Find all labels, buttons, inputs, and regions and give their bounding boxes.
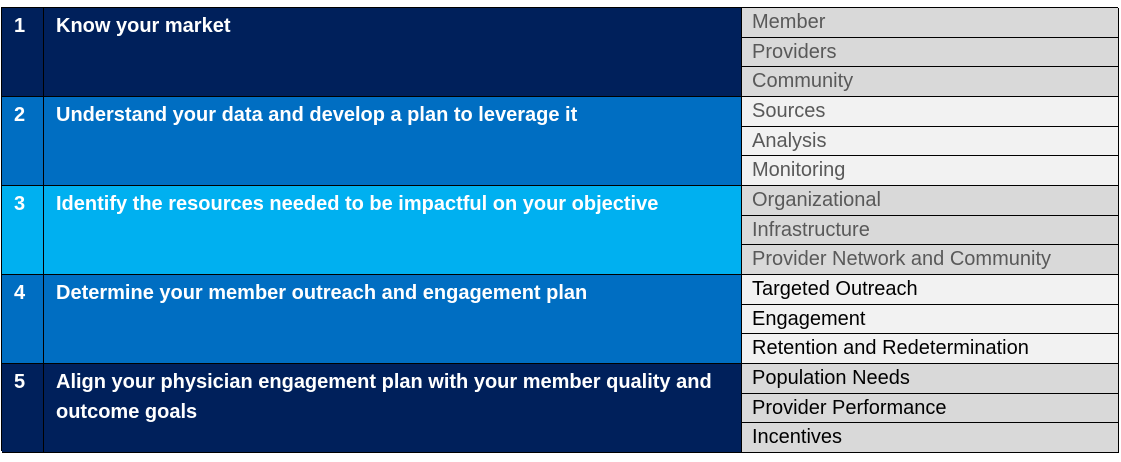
- step-title: Identify the resources needed to be impa…: [44, 186, 742, 275]
- substep-item: Analysis: [742, 126, 1119, 157]
- substep-item: Infrastructure: [742, 215, 1119, 246]
- step-title: Align your physician engagement plan wit…: [44, 364, 742, 453]
- step-number: 3: [2, 186, 44, 275]
- substep-item: Population Needs: [742, 364, 1119, 394]
- step-number: 4: [2, 275, 44, 364]
- substep-item: Organizational: [742, 186, 1119, 216]
- step-number: 5: [2, 364, 44, 453]
- substep-item: Engagement: [742, 304, 1119, 335]
- substep-item: Member: [742, 8, 1119, 38]
- substep-item: Retention and Redetermination: [742, 334, 1119, 364]
- step-number: 1: [2, 8, 44, 97]
- substep-item: Targeted Outreach: [742, 275, 1119, 305]
- substep-item: Community: [742, 67, 1119, 97]
- substep-item: Provider Network and Community: [742, 245, 1119, 275]
- substep-item: Sources: [742, 97, 1119, 127]
- substep-item: Incentives: [742, 423, 1119, 453]
- substep-item: Provider Performance: [742, 393, 1119, 424]
- step-title: Know your market: [44, 8, 742, 97]
- step-title: Understand your data and develop a plan …: [44, 97, 742, 186]
- step-title: Determine your member outreach and engag…: [44, 275, 742, 364]
- substep-item: Monitoring: [742, 156, 1119, 186]
- substep-item: Providers: [742, 37, 1119, 68]
- step-number: 2: [2, 97, 44, 186]
